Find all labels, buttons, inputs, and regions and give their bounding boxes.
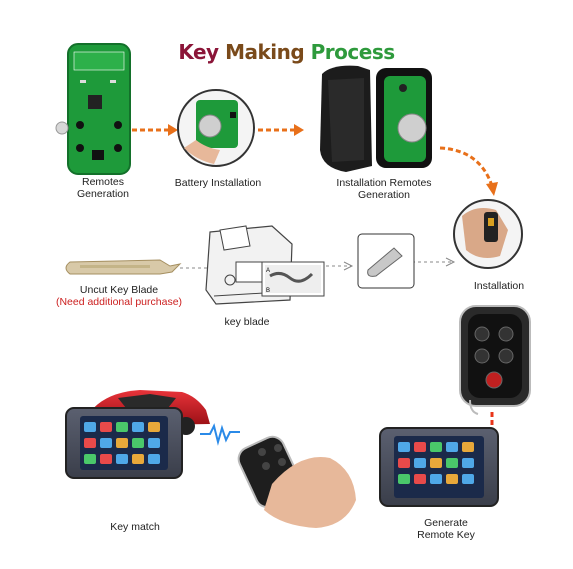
- hand-with-key-image: [237, 435, 356, 528]
- key-blade-closeup-image: A B: [261, 261, 325, 297]
- label-need-additional-purchase: (Need additional purchase): [55, 296, 183, 308]
- title-word-making: Making: [225, 40, 305, 64]
- label-key-match: Key match: [110, 521, 160, 533]
- label-remotes-generation: Remotes Generation: [77, 176, 129, 200]
- label-generate-remote-key: Generate Remote Key: [417, 517, 475, 541]
- svg-text:A: A: [266, 268, 270, 274]
- label-installation: Installation: [473, 280, 525, 292]
- arrow-2: [258, 124, 304, 136]
- diagram-title: Key Making Process: [0, 40, 573, 64]
- label-battery-installation: Battery Installation: [174, 177, 262, 189]
- panel-dashed-connectors: [180, 257, 456, 271]
- battery-installation-image: [177, 89, 255, 167]
- generate-tablet-image: [379, 427, 499, 507]
- smart-key-fob-image: [459, 305, 531, 415]
- label-installation-remotes-generation: Installation Remotes Generation: [336, 177, 432, 201]
- arrow-3: [439, 146, 498, 196]
- title-word-process: Process: [310, 40, 396, 64]
- svg-text:B: B: [266, 288, 270, 294]
- installation-image: [453, 199, 523, 269]
- signal-wave-icon: [200, 423, 240, 446]
- cut-key-image: [357, 233, 415, 289]
- key-match-tablet-image: [65, 407, 183, 479]
- installation-remotes-image: [320, 65, 432, 172]
- arrow-1: [132, 124, 178, 136]
- remote-pcb-image: [55, 43, 131, 175]
- title-word-key: Key: [178, 40, 219, 64]
- uncut-key-blade-image: [65, 259, 182, 275]
- label-key-blade: key blade: [224, 316, 270, 328]
- label-uncut-key-blade: Uncut Key Blade (Need additional purchas…: [52, 284, 186, 308]
